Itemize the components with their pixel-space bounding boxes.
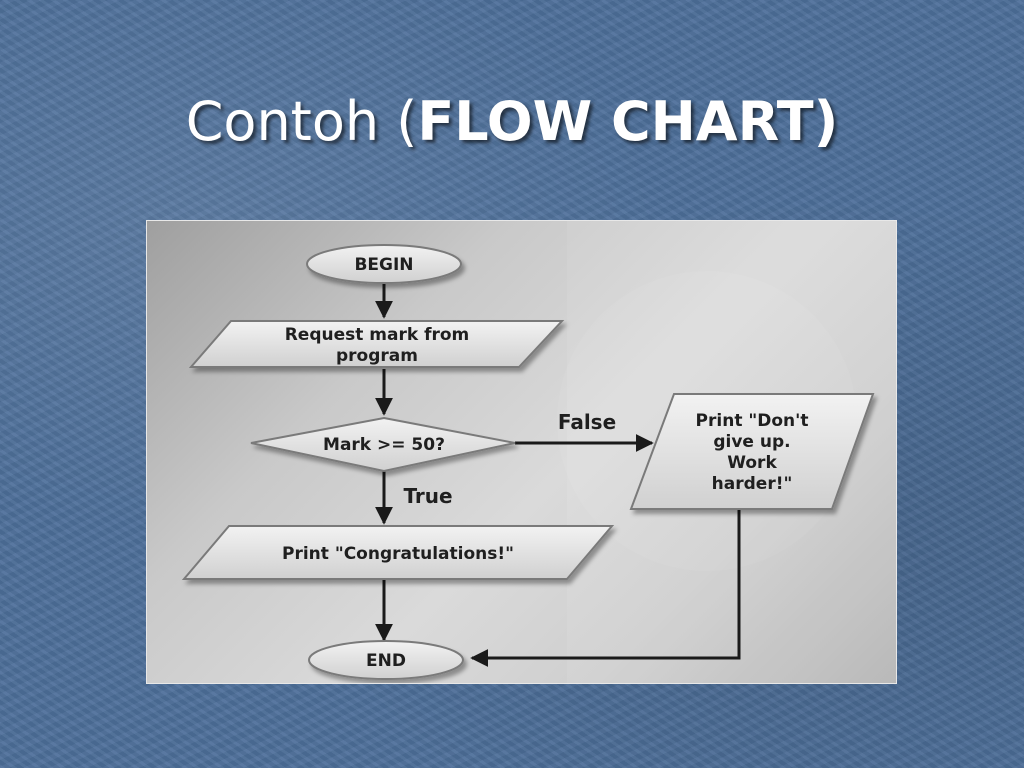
slide-title-plain: Contoh ( (185, 90, 418, 153)
print-fail-line4: harder!" (712, 474, 793, 494)
begin-label: BEGIN (354, 255, 413, 275)
end-node (308, 640, 464, 680)
flowchart-diagram: BEGIN Request mark from program Mark >= … (181, 221, 896, 683)
request-label-line2: program (336, 346, 418, 366)
false-label: False (558, 410, 616, 434)
slide-title: Contoh (FLOW CHART) (0, 90, 1024, 154)
begin-node (306, 244, 462, 284)
print-fail-node (629, 393, 875, 510)
request-label-line1: Request mark from (285, 325, 470, 345)
print-pass-node (181, 525, 615, 580)
decision-label: Mark >= 50? (323, 435, 445, 455)
request-input-node (188, 320, 565, 368)
print-fail-line1: Print "Don't (696, 411, 809, 431)
slide-title-bold: FLOW CHART) (417, 90, 839, 153)
edge-fail-to-end (470, 509, 741, 667)
flowchart-image: BEGIN Request mark from program Mark >= … (146, 220, 897, 684)
print-pass-label: Print "Congratulations!" (282, 544, 514, 564)
decision-node (250, 416, 516, 473)
print-fail-line2: give up. (713, 432, 790, 452)
print-fail-line3: Work (727, 453, 777, 473)
true-label: True (403, 484, 452, 508)
end-label: END (366, 651, 406, 671)
